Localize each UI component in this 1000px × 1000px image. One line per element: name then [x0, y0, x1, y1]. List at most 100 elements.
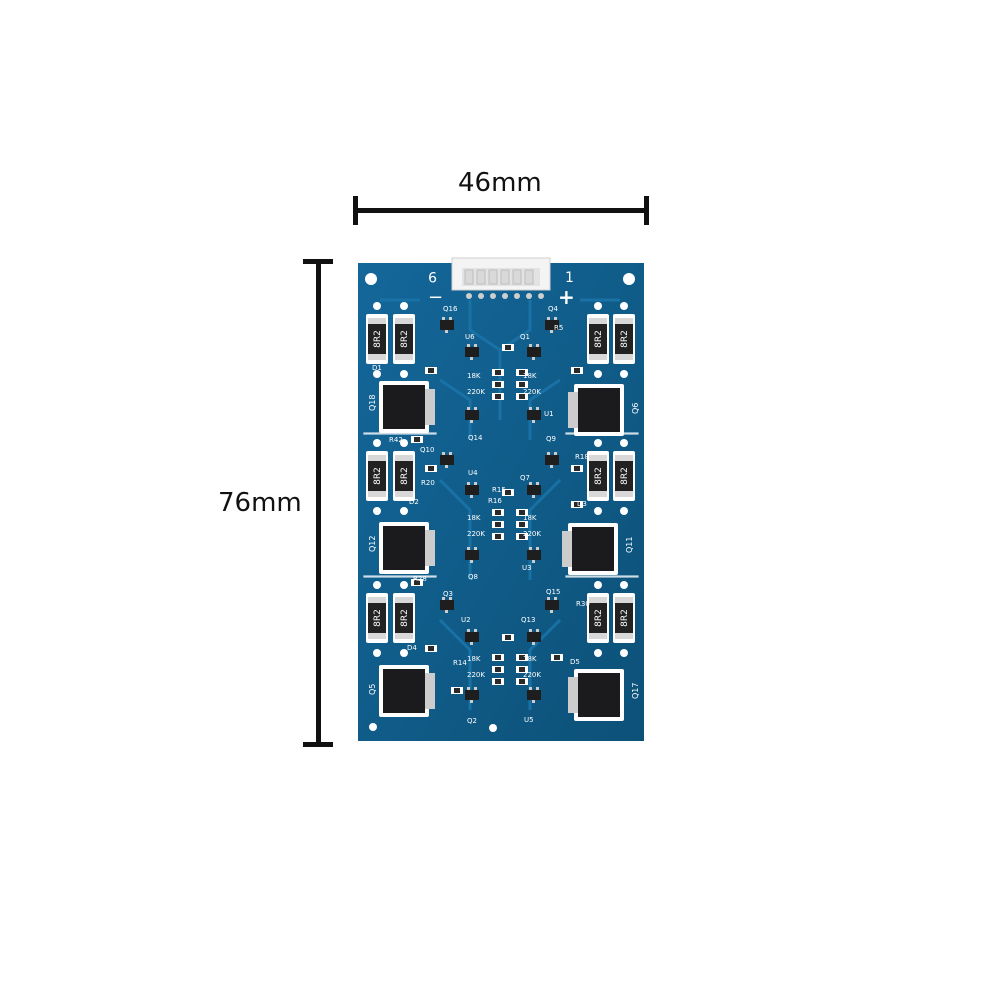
silk-ref-label: R14 — [453, 659, 467, 667]
width-dimension-line — [354, 208, 649, 213]
power-resistor: 8R2 — [393, 302, 415, 378]
silk-ref-label: U4 — [468, 469, 478, 477]
silk-ref-label: Q13 — [521, 616, 535, 624]
mark-left-top: 9 — [428, 268, 437, 284]
mosfet-label: Q17 — [631, 683, 640, 699]
silk-ref-label: Q4 — [548, 305, 559, 313]
silk-ref-label: Q7 — [520, 474, 530, 482]
smd-resistor — [516, 521, 528, 528]
resistor-code-label: 8R2 — [373, 330, 383, 348]
power-resistor: 8R2 — [587, 439, 609, 515]
silk-ref-label: D3 — [577, 500, 587, 508]
power-resistor: 8R2 — [587, 302, 609, 378]
resistor-code-label: 8R2 — [620, 330, 630, 348]
resistor-code-label: 8R2 — [594, 609, 604, 627]
smd-resistor — [571, 367, 583, 374]
width-dimension-tick-right — [644, 196, 649, 225]
silk-ref-label: U5 — [524, 716, 534, 724]
height-dimension-tick-bottom — [303, 742, 333, 747]
smd-resistor — [411, 436, 423, 443]
transistor-sot23 — [465, 547, 479, 563]
mosfet-label: Q6 — [631, 403, 640, 414]
transistor-sot23 — [465, 407, 479, 423]
mosfet-label: Q5 — [368, 684, 377, 695]
smd-resistor — [516, 533, 528, 540]
resistor-code-label: 8R2 — [400, 467, 410, 485]
resistor-code-label: 8R2 — [594, 467, 604, 485]
silk-ref-label: U2 — [461, 616, 471, 624]
power-resistor: 8R2 — [613, 302, 635, 378]
silk-ref-label: D5 — [570, 658, 580, 666]
smd-resistor — [451, 687, 463, 694]
mosfet-Q12: Q12 — [368, 522, 435, 574]
silk-ref-label: Q15 — [546, 588, 560, 596]
silk-ref-label: Q3 — [443, 590, 453, 598]
resistor-code-label: 8R2 — [400, 609, 410, 627]
transistor-sot23 — [527, 687, 541, 703]
value-label-18k: 18K — [467, 655, 481, 663]
power-resistor: 8R2 — [366, 302, 388, 378]
transistor-sot23 — [527, 629, 541, 645]
mosfet-label: Q12 — [368, 536, 377, 552]
value-label-220k: 220K — [523, 388, 541, 396]
silk-ref-label: R20 — [421, 479, 435, 487]
smd-resistor — [571, 501, 583, 508]
value-label-220k: 220K — [523, 671, 541, 679]
silk-ref-label: Q10 — [420, 446, 434, 454]
smd-resistor — [571, 465, 583, 472]
smd-resistor — [516, 381, 528, 388]
value-label-18k: 18K — [523, 372, 537, 380]
smd-resistor — [551, 654, 563, 661]
width-dimension-tick-left — [353, 196, 358, 225]
silk-ref-label: D2 — [409, 498, 419, 506]
silk-ref-label: Q14 — [468, 434, 483, 442]
transistor-sot23 — [527, 407, 541, 423]
smd-resistor — [516, 393, 528, 400]
smd-resistor — [502, 634, 514, 641]
smd-resistor — [425, 465, 437, 472]
smd-resistor — [492, 369, 504, 376]
smd-resistor — [492, 509, 504, 516]
power-resistor: 8R2 — [393, 439, 415, 515]
smd-resistor — [425, 367, 437, 374]
smd-resistor — [516, 654, 528, 661]
mosfet-Q6: Q6 — [568, 384, 640, 436]
transistor-sot23 — [440, 597, 454, 613]
transistor-sot23 — [465, 344, 479, 360]
silk-ref-label: U3 — [522, 564, 532, 572]
mosfet-label: Q11 — [625, 537, 634, 553]
silk-ref-label: Q2 — [467, 717, 477, 725]
mosfet-label: Q18 — [368, 395, 377, 411]
smd-resistor — [516, 509, 528, 516]
mark-right-bottom: + — [558, 285, 575, 309]
value-label-220k: 220K — [523, 530, 541, 538]
silk-ref-label: R15 — [492, 486, 506, 494]
transistor-sot23 — [545, 452, 559, 468]
silk-ref-label: Q1 — [520, 333, 530, 341]
value-label-18k: 18K — [523, 514, 537, 522]
power-resistor: 8R2 — [366, 439, 388, 515]
transistor-sot23 — [440, 317, 454, 333]
silk-ref-label: R18 — [575, 453, 589, 461]
power-resistor: 8R2 — [613, 439, 635, 515]
smd-resistor — [492, 678, 504, 685]
height-dimension-label: 76mm — [218, 488, 302, 518]
silk-ref-label: R5 — [554, 324, 563, 332]
power-resistor: 8R2 — [587, 581, 609, 657]
smd-resistor — [492, 521, 504, 528]
value-label-220k: 220K — [467, 388, 485, 396]
silk-ref-label: R16 — [488, 497, 502, 505]
resistor-code-label: 8R2 — [373, 467, 383, 485]
width-dimension-label: 46mm — [458, 168, 542, 198]
silk-ref-label: Q9 — [546, 435, 556, 443]
transistor-sot23 — [527, 482, 541, 498]
height-dimension-tick-top — [303, 259, 333, 264]
transistor-sot23 — [545, 597, 559, 613]
value-label-18k: 18K — [467, 514, 481, 522]
mount-hole — [489, 724, 497, 732]
smd-resistor — [411, 579, 423, 586]
smd-resistor — [502, 344, 514, 351]
mosfet-Q18: Q18 — [368, 381, 435, 433]
mark-right-top: 1 — [565, 270, 574, 286]
